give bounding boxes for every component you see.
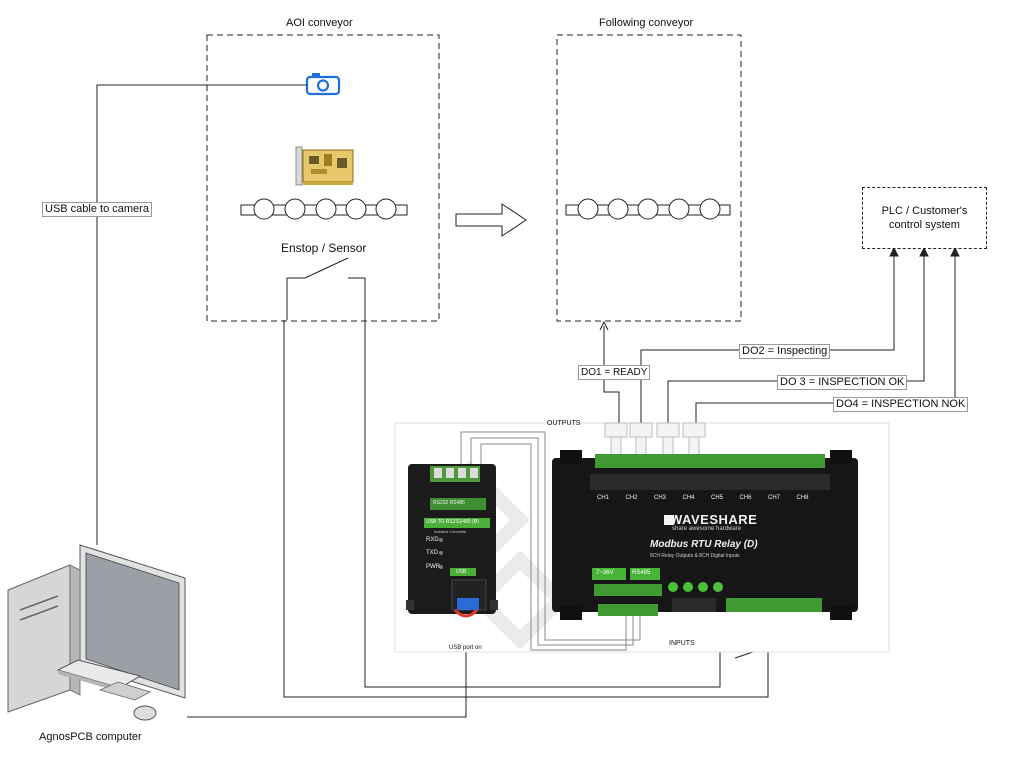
following-conveyor-title: Following conveyor bbox=[599, 17, 694, 29]
converter-ports: RS232 RS485 bbox=[433, 500, 465, 506]
relay-model: Modbus RTU Relay (D) bbox=[650, 539, 758, 550]
computer-usb-line bbox=[187, 630, 467, 718]
usb-port-label: USB port on bbox=[449, 645, 482, 651]
do1-arrowhead bbox=[599, 320, 609, 331]
relay-channel-label: CH7 bbox=[768, 495, 781, 501]
do3-arrowhead bbox=[919, 246, 929, 257]
aoi-conveyor-box bbox=[206, 34, 440, 322]
do1-label: DO1 = READY bbox=[578, 365, 651, 380]
plc-label: PLC / Customer's control system bbox=[881, 205, 968, 231]
converter-usb: USB bbox=[456, 569, 467, 575]
rs485-wires bbox=[460, 431, 641, 651]
pcb-icon bbox=[295, 146, 354, 186]
converter-subtitle: Isolated Converter bbox=[434, 529, 467, 534]
do1-wire bbox=[603, 326, 620, 423]
relay-channel-label: CH1 bbox=[597, 495, 610, 501]
converter-pwr: PWR bbox=[426, 564, 440, 570]
following-rollers bbox=[565, 198, 731, 220]
do4-arrowhead bbox=[950, 246, 960, 257]
converter-rxd: RXD bbox=[426, 537, 439, 543]
relay-subtitle: 8CH Relay Outputs & 8CH Digital Inputs bbox=[650, 553, 740, 559]
inputs-label: INPUTS bbox=[669, 640, 695, 647]
relay-channel-label: CH4 bbox=[682, 495, 695, 501]
relay-tagline: share awesome hardware bbox=[672, 526, 742, 532]
computer-label: AgnosPCB computer bbox=[39, 731, 142, 743]
usb-rs485-converter bbox=[406, 464, 498, 618]
flow-arrow bbox=[455, 203, 527, 237]
relay-channel-label: CH3 bbox=[654, 495, 667, 501]
relay-channel-label: CH8 bbox=[796, 495, 809, 501]
camera-icon bbox=[305, 73, 341, 96]
aoi-conveyor-title: AOI conveyor bbox=[286, 17, 353, 29]
relay-power: 7~36V bbox=[596, 570, 614, 576]
computer-icon bbox=[7, 544, 186, 721]
modbus-relay-module bbox=[552, 450, 858, 620]
plc-control-system-box: PLC / Customer's control system bbox=[862, 187, 987, 249]
relay-channel-label: CH5 bbox=[711, 495, 724, 501]
estop-wire-a bbox=[283, 320, 769, 698]
relay-channel-label: CH6 bbox=[739, 495, 752, 501]
usb-camera-line bbox=[96, 84, 307, 545]
do4-label: DO4 = INSPECTION NOK bbox=[833, 397, 969, 412]
do3-label: DO 3 = INSPECTION OK bbox=[777, 375, 908, 390]
relay-rs485: RS485 bbox=[632, 570, 651, 576]
converter-txd: TXD bbox=[426, 550, 438, 556]
do4-wire bbox=[695, 252, 956, 423]
output-terminal-plugs bbox=[604, 422, 706, 456]
estop-switch-icon bbox=[286, 257, 366, 320]
relay-channel-label: CH2 bbox=[625, 495, 638, 501]
following-conveyor-box bbox=[556, 34, 742, 322]
usb-camera-label: USB cable to camera bbox=[42, 202, 152, 217]
do2-label: DO2 = Inspecting bbox=[739, 344, 831, 359]
converter-title: USB TO RS232/485 (B) bbox=[426, 519, 479, 525]
aoi-rollers bbox=[240, 198, 408, 220]
estop-sensor-label: Enstop / Sensor bbox=[281, 241, 367, 255]
outputs-label: OUTPUTS bbox=[547, 420, 581, 427]
estop-wire-b bbox=[364, 320, 721, 688]
relay-brand: WAVESHARE bbox=[670, 512, 758, 527]
do2-arrowhead bbox=[889, 246, 899, 257]
